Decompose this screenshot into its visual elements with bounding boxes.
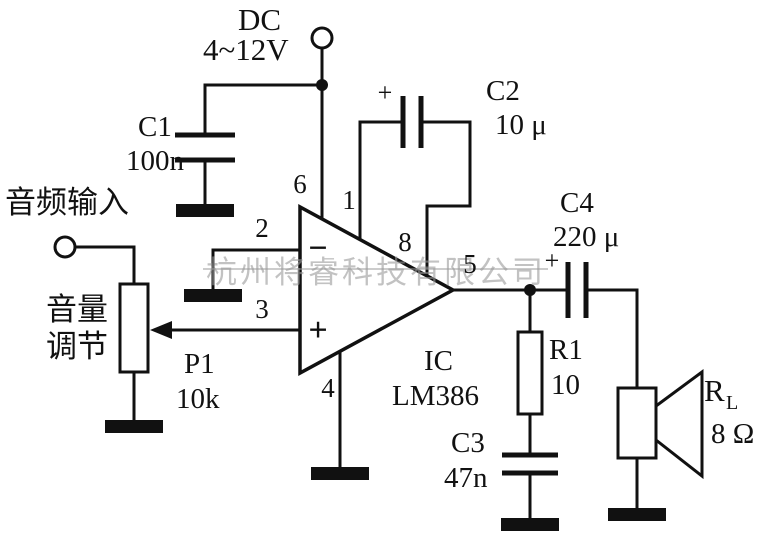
pin-5-label: 5 <box>463 249 477 279</box>
c2-name-label: C2 <box>486 75 520 107</box>
opamp-noninverting-sign: + <box>308 312 327 349</box>
c4-name-label: C4 <box>560 187 594 219</box>
rl-value-label: 8 Ω <box>711 418 754 450</box>
speaker-symbol <box>616 369 704 480</box>
pin-8-label: 8 <box>398 227 412 257</box>
potentiometer-body <box>118 282 150 374</box>
capacitor-c3-symbol <box>502 452 558 476</box>
audio-input-label: 音频输入 <box>5 185 129 220</box>
opamp-triangle <box>298 204 457 376</box>
c3-name-label: C3 <box>451 427 485 459</box>
c1-name-label: C1 <box>138 111 172 143</box>
ic-label: IC <box>424 345 453 377</box>
c4-polarity-mark: + <box>545 246 560 275</box>
c1-value-label: 100n <box>126 145 185 177</box>
p1-name-label: P1 <box>184 348 215 380</box>
capacitor-c1-symbol <box>175 132 235 163</box>
r1-name-label: R1 <box>549 334 583 366</box>
rl-name-label: R <box>704 373 725 408</box>
ground-pin2 <box>184 289 242 302</box>
volume-label-line2: 调节 <box>46 329 108 364</box>
pin-6-label: 6 <box>293 169 307 199</box>
circuit-wires <box>75 48 639 520</box>
watermark-text: 杭州将睿科技有限公司 <box>206 255 546 290</box>
junction-dot-output <box>524 284 536 296</box>
capacitor-c2-symbol <box>400 96 424 148</box>
c2-polarity-mark: + <box>378 78 393 107</box>
potentiometer-p1 <box>118 282 172 374</box>
speaker-body <box>616 386 658 460</box>
dc-terminal <box>310 26 334 50</box>
ground-c1 <box>176 204 234 217</box>
c2-value-label: 10 μ <box>495 109 547 141</box>
dc-voltage-label: 4~12V <box>203 32 289 67</box>
p1-value-label: 10k <box>176 383 220 415</box>
c3-value-label: 47n <box>444 462 488 494</box>
ground-c3 <box>501 518 559 531</box>
speaker-cone <box>654 369 704 480</box>
junction-dot-supply <box>316 79 328 91</box>
dc-label: DC <box>238 2 281 37</box>
opamp-inverting-sign: − <box>308 230 327 267</box>
capacitor-c4-symbol <box>565 262 589 318</box>
pin-3-label: 3 <box>255 294 269 324</box>
potentiometer-wiper-arrow <box>150 321 172 339</box>
audio-input-terminal <box>53 235 77 259</box>
ground-pot <box>105 420 163 433</box>
ic-part-label: LM386 <box>392 380 479 412</box>
c4-value-label: 220 μ <box>553 221 619 253</box>
ground-pin4 <box>311 467 369 480</box>
r1-value-label: 10 <box>551 369 580 401</box>
resistor-r1-symbol <box>516 330 544 416</box>
pin-1-label: 1 <box>342 185 356 215</box>
pin-4-label: 4 <box>321 373 335 403</box>
rl-subscript-label: L <box>726 392 738 414</box>
pin-2-label: 2 <box>255 213 269 243</box>
ground-speaker <box>608 508 666 521</box>
volume-label-line1: 音量 <box>46 292 108 327</box>
